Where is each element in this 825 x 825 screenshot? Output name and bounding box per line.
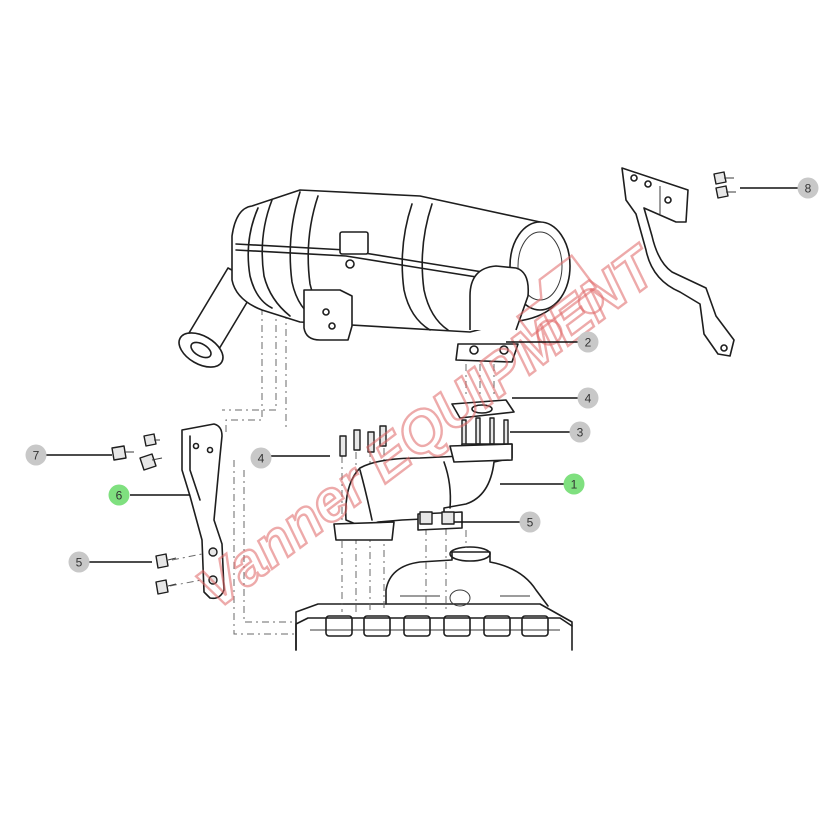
bolts-part-5-left	[155, 553, 177, 595]
callout-circle[interactable]	[563, 473, 585, 495]
callout-label: 5	[76, 556, 83, 570]
callout-8[interactable]: 8	[797, 177, 819, 199]
muffler	[178, 189, 571, 368]
callout-label: 5	[527, 516, 534, 530]
callout-5[interactable]: 5	[68, 551, 90, 573]
callout-7[interactable]: 7	[25, 444, 47, 466]
callout-label: 6	[116, 489, 123, 503]
engine-block	[295, 546, 573, 651]
callout-circle[interactable]	[519, 511, 541, 533]
bolts-part-7	[111, 433, 163, 471]
callout-circle[interactable]	[108, 484, 130, 506]
leader-lines	[46, 187, 798, 563]
callout-label: 1	[571, 478, 578, 492]
callout-6-highlighted[interactable]: 6	[108, 484, 130, 506]
callout-3[interactable]: 3	[569, 421, 591, 443]
bolts-part-8	[713, 171, 736, 199]
callout-circle[interactable]	[577, 331, 599, 353]
callout-circle[interactable]	[569, 421, 591, 443]
callout-bubbles: 2 4 3 1 5 4 7 6 5 8	[25, 177, 819, 573]
callout-label: 7	[33, 449, 40, 463]
callout-circle[interactable]	[577, 387, 599, 409]
engine-cylinder-bosses	[325, 615, 549, 637]
support-bracket	[181, 423, 225, 600]
callout-circle[interactable]	[250, 447, 272, 469]
studs-lower	[339, 425, 387, 457]
callout-circle[interactable]	[25, 444, 47, 466]
callout-4[interactable]: 4	[577, 387, 599, 409]
callout-5[interactable]: 5	[519, 511, 541, 533]
callout-2[interactable]: 2	[577, 331, 599, 353]
flange-nuts	[419, 511, 455, 525]
callout-label: 8	[805, 182, 812, 196]
callout-label: 4	[585, 392, 592, 406]
callout-label: 4	[258, 452, 265, 466]
callout-label: 2	[585, 336, 592, 350]
callout-circle[interactable]	[797, 177, 819, 199]
callout-4[interactable]: 4	[250, 447, 272, 469]
callout-label: 3	[577, 426, 584, 440]
callout-circle[interactable]	[68, 551, 90, 573]
callout-1-highlighted[interactable]: 1	[563, 473, 585, 495]
flange-gasket	[451, 399, 515, 419]
upper-bracket	[621, 167, 735, 357]
